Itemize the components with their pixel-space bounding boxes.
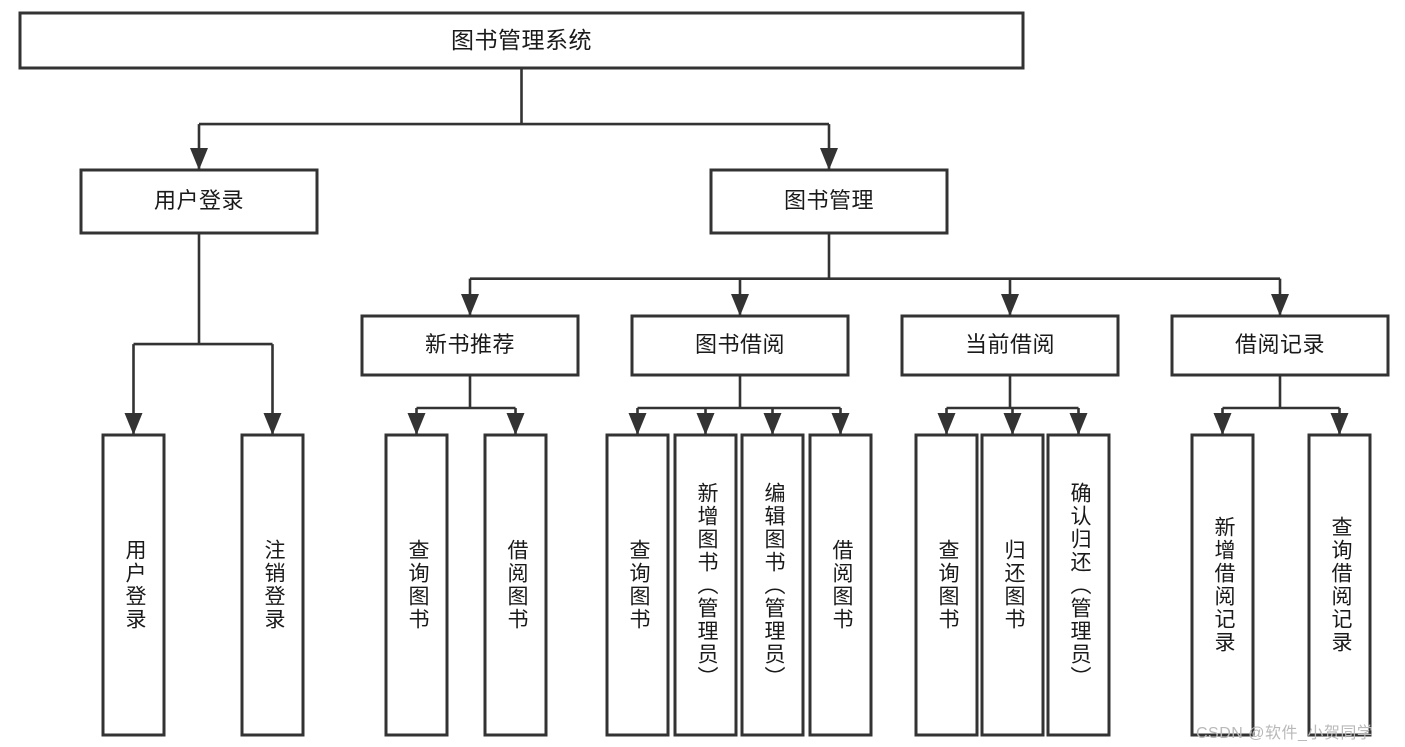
node-box-book-management[interactable] xyxy=(709,168,949,235)
node-box-root[interactable] xyxy=(18,11,1025,70)
arrow-head-leaf-user-login xyxy=(124,413,143,435)
arrow-head-leaf-query-book-new xyxy=(407,413,426,435)
node-box-leaf-query-book-current[interactable] xyxy=(914,433,979,737)
arrow-head-leaf-query-record xyxy=(1330,413,1349,435)
arrow-head-leaf-logout xyxy=(263,413,282,435)
node-box-leaf-query-book-borrow[interactable] xyxy=(605,433,670,737)
arrow-head-leaf-add-record xyxy=(1213,413,1232,435)
node-box-book-borrow[interactable] xyxy=(630,314,850,377)
node-box-leaf-edit-book[interactable] xyxy=(740,433,805,737)
edges-layer xyxy=(124,68,1349,435)
csdn-watermark: CSDN @软件_小贺同学 xyxy=(1196,725,1374,742)
boxes-layer xyxy=(18,11,1390,737)
arrow-head-book-management xyxy=(820,148,838,170)
arrow-head-leaf-borrow-book xyxy=(831,413,850,435)
node-box-leaf-add-record[interactable] xyxy=(1190,433,1255,737)
arrow-head-book-borrow xyxy=(731,294,749,316)
node-box-leaf-user-login[interactable] xyxy=(101,433,166,737)
node-box-user-login[interactable] xyxy=(79,168,319,235)
arrow-head-leaf-return-book xyxy=(1003,413,1022,435)
node-box-leaf-logout[interactable] xyxy=(240,433,305,737)
node-box-leaf-return-book[interactable] xyxy=(980,433,1045,737)
arrow-head-leaf-add-book xyxy=(696,413,715,435)
node-box-current-borrow[interactable] xyxy=(900,314,1120,377)
node-box-new-book-recommend[interactable] xyxy=(360,314,580,377)
arrow-head-leaf-query-book-current xyxy=(937,413,956,435)
node-box-leaf-query-book-new[interactable] xyxy=(384,433,449,737)
arrow-head-leaf-query-book-borrow xyxy=(628,413,647,435)
arrow-head-leaf-confirm-return xyxy=(1069,413,1088,435)
node-box-leaf-borrow-book[interactable] xyxy=(808,433,873,737)
node-box-leaf-query-record[interactable] xyxy=(1307,433,1372,737)
node-box-leaf-confirm-return[interactable] xyxy=(1046,433,1111,737)
node-box-leaf-add-book[interactable] xyxy=(673,433,738,737)
arrow-head-borrow-records xyxy=(1271,294,1289,316)
arrow-head-leaf-borrow-book-new xyxy=(506,413,525,435)
node-box-borrow-records[interactable] xyxy=(1170,314,1390,377)
arrow-head-new-book-recommend xyxy=(461,294,479,316)
arrow-head-current-borrow xyxy=(1001,294,1019,316)
arrow-head-user-login xyxy=(190,148,208,170)
arrow-head-leaf-edit-book xyxy=(763,413,782,435)
node-box-leaf-borrow-book-new[interactable] xyxy=(483,433,548,737)
